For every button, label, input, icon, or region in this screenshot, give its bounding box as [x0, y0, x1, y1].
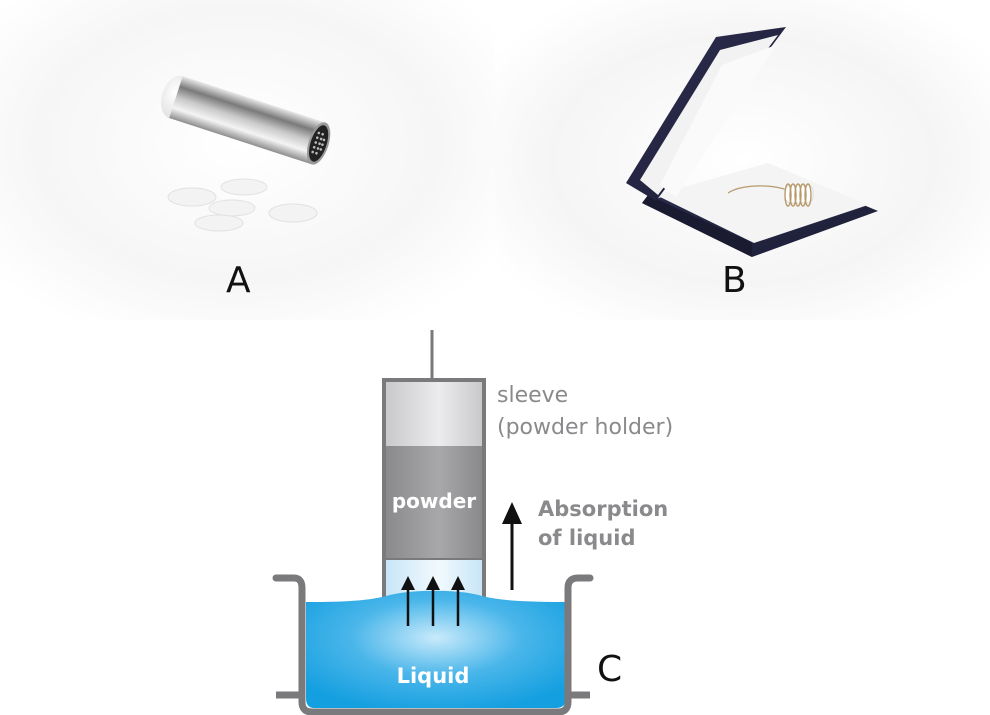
filter-discs: [167, 178, 318, 232]
sleeve-sublabel: (powder holder): [497, 415, 673, 440]
sleeve-empty-section: [386, 382, 482, 446]
photo-a-sample-tube: [160, 75, 331, 232]
liquid-label: Liquid: [397, 664, 470, 688]
photo-b-case: [626, 27, 878, 257]
panel-label-a: A: [226, 260, 251, 301]
case-insert: [656, 163, 868, 243]
coil-holder: [727, 183, 814, 207]
liquid: [306, 590, 566, 708]
capillary-arrows: [401, 576, 465, 626]
absorption-label-line1: Absorption: [538, 497, 668, 521]
arrow-up-icon: [451, 576, 465, 626]
sleeve-label: sleeve: [497, 383, 568, 408]
metal-tube: [169, 76, 326, 165]
absorption-arrow-icon: [502, 502, 522, 590]
absorption-diagram: sleeve (powder holder) powder Absorption…: [272, 330, 673, 715]
powder-section: [386, 446, 482, 558]
arrow-up-icon: [426, 576, 440, 626]
arrow-up-icon: [401, 576, 415, 626]
vessel: [272, 574, 594, 715]
panel-label-b: B: [722, 260, 747, 301]
photo-a-background: [0, 0, 495, 320]
powder-label: powder: [392, 489, 476, 513]
absorption-label-line2: of liquid: [538, 526, 635, 550]
panel-label-c: C: [597, 649, 623, 690]
